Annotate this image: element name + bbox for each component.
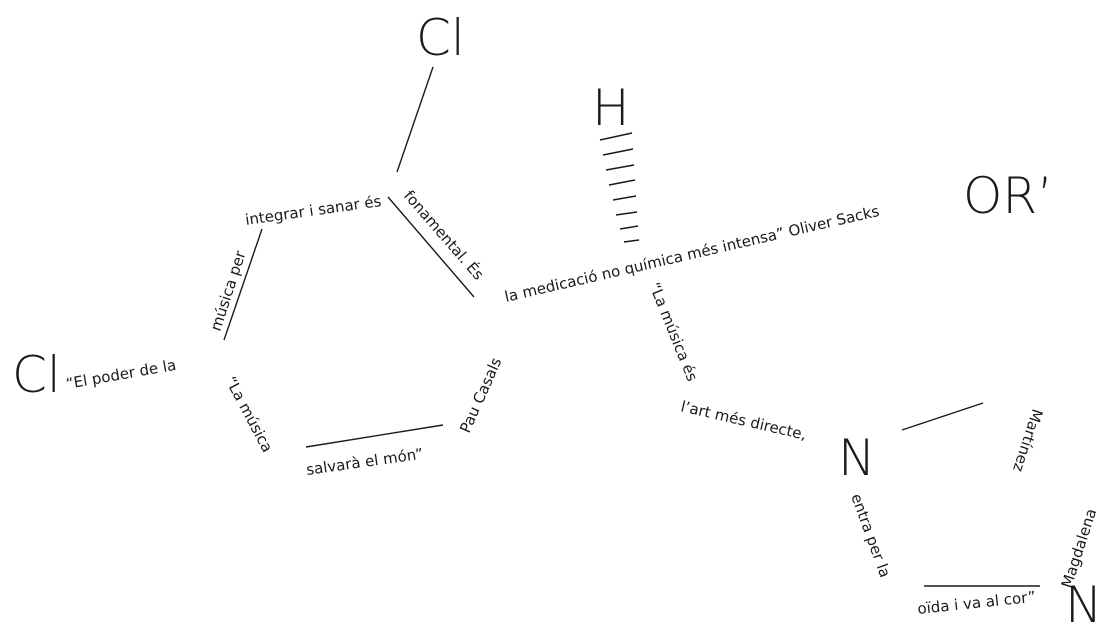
atom-cl-left: Cl (12, 346, 61, 404)
bond-ring-upper-left (223, 228, 263, 341)
text-martinez: Martínez (1009, 407, 1046, 474)
text-oida: oïda i va al cor” (917, 588, 1037, 618)
text-salvara: salvarà el món” (305, 445, 424, 479)
atom-or: OR’ (963, 167, 1053, 225)
atom-n-middle: N (838, 429, 875, 487)
text-el-poder: “El poder de la (65, 356, 178, 393)
text-art-directe: l’art més directe, (679, 397, 808, 443)
text-la-musica-left: “La música (221, 373, 276, 455)
bond-n-ring-top (901, 402, 984, 431)
bond-ring-upper-right (387, 196, 475, 298)
text-entra-per: entra per la (847, 491, 894, 580)
text-fonamental: fonamental. És (400, 186, 488, 284)
text-la-musica-es: “La música és (645, 280, 701, 384)
hashed-wedge-bond (599, 132, 640, 243)
bond-ring-bottom (305, 424, 444, 448)
atom-n-bottom: N (1065, 576, 1100, 624)
text-musica-per: música per (207, 248, 250, 334)
text-pau-casals: Pau Casals (456, 355, 505, 436)
text-integrar: integrar i sanar és (244, 192, 383, 229)
atom-cl-top: Cl (416, 9, 465, 67)
bond-cl-top (396, 66, 434, 173)
atom-h: H (592, 79, 630, 137)
text-medicacio: la medicació no química més intensa” Oli… (503, 202, 881, 306)
